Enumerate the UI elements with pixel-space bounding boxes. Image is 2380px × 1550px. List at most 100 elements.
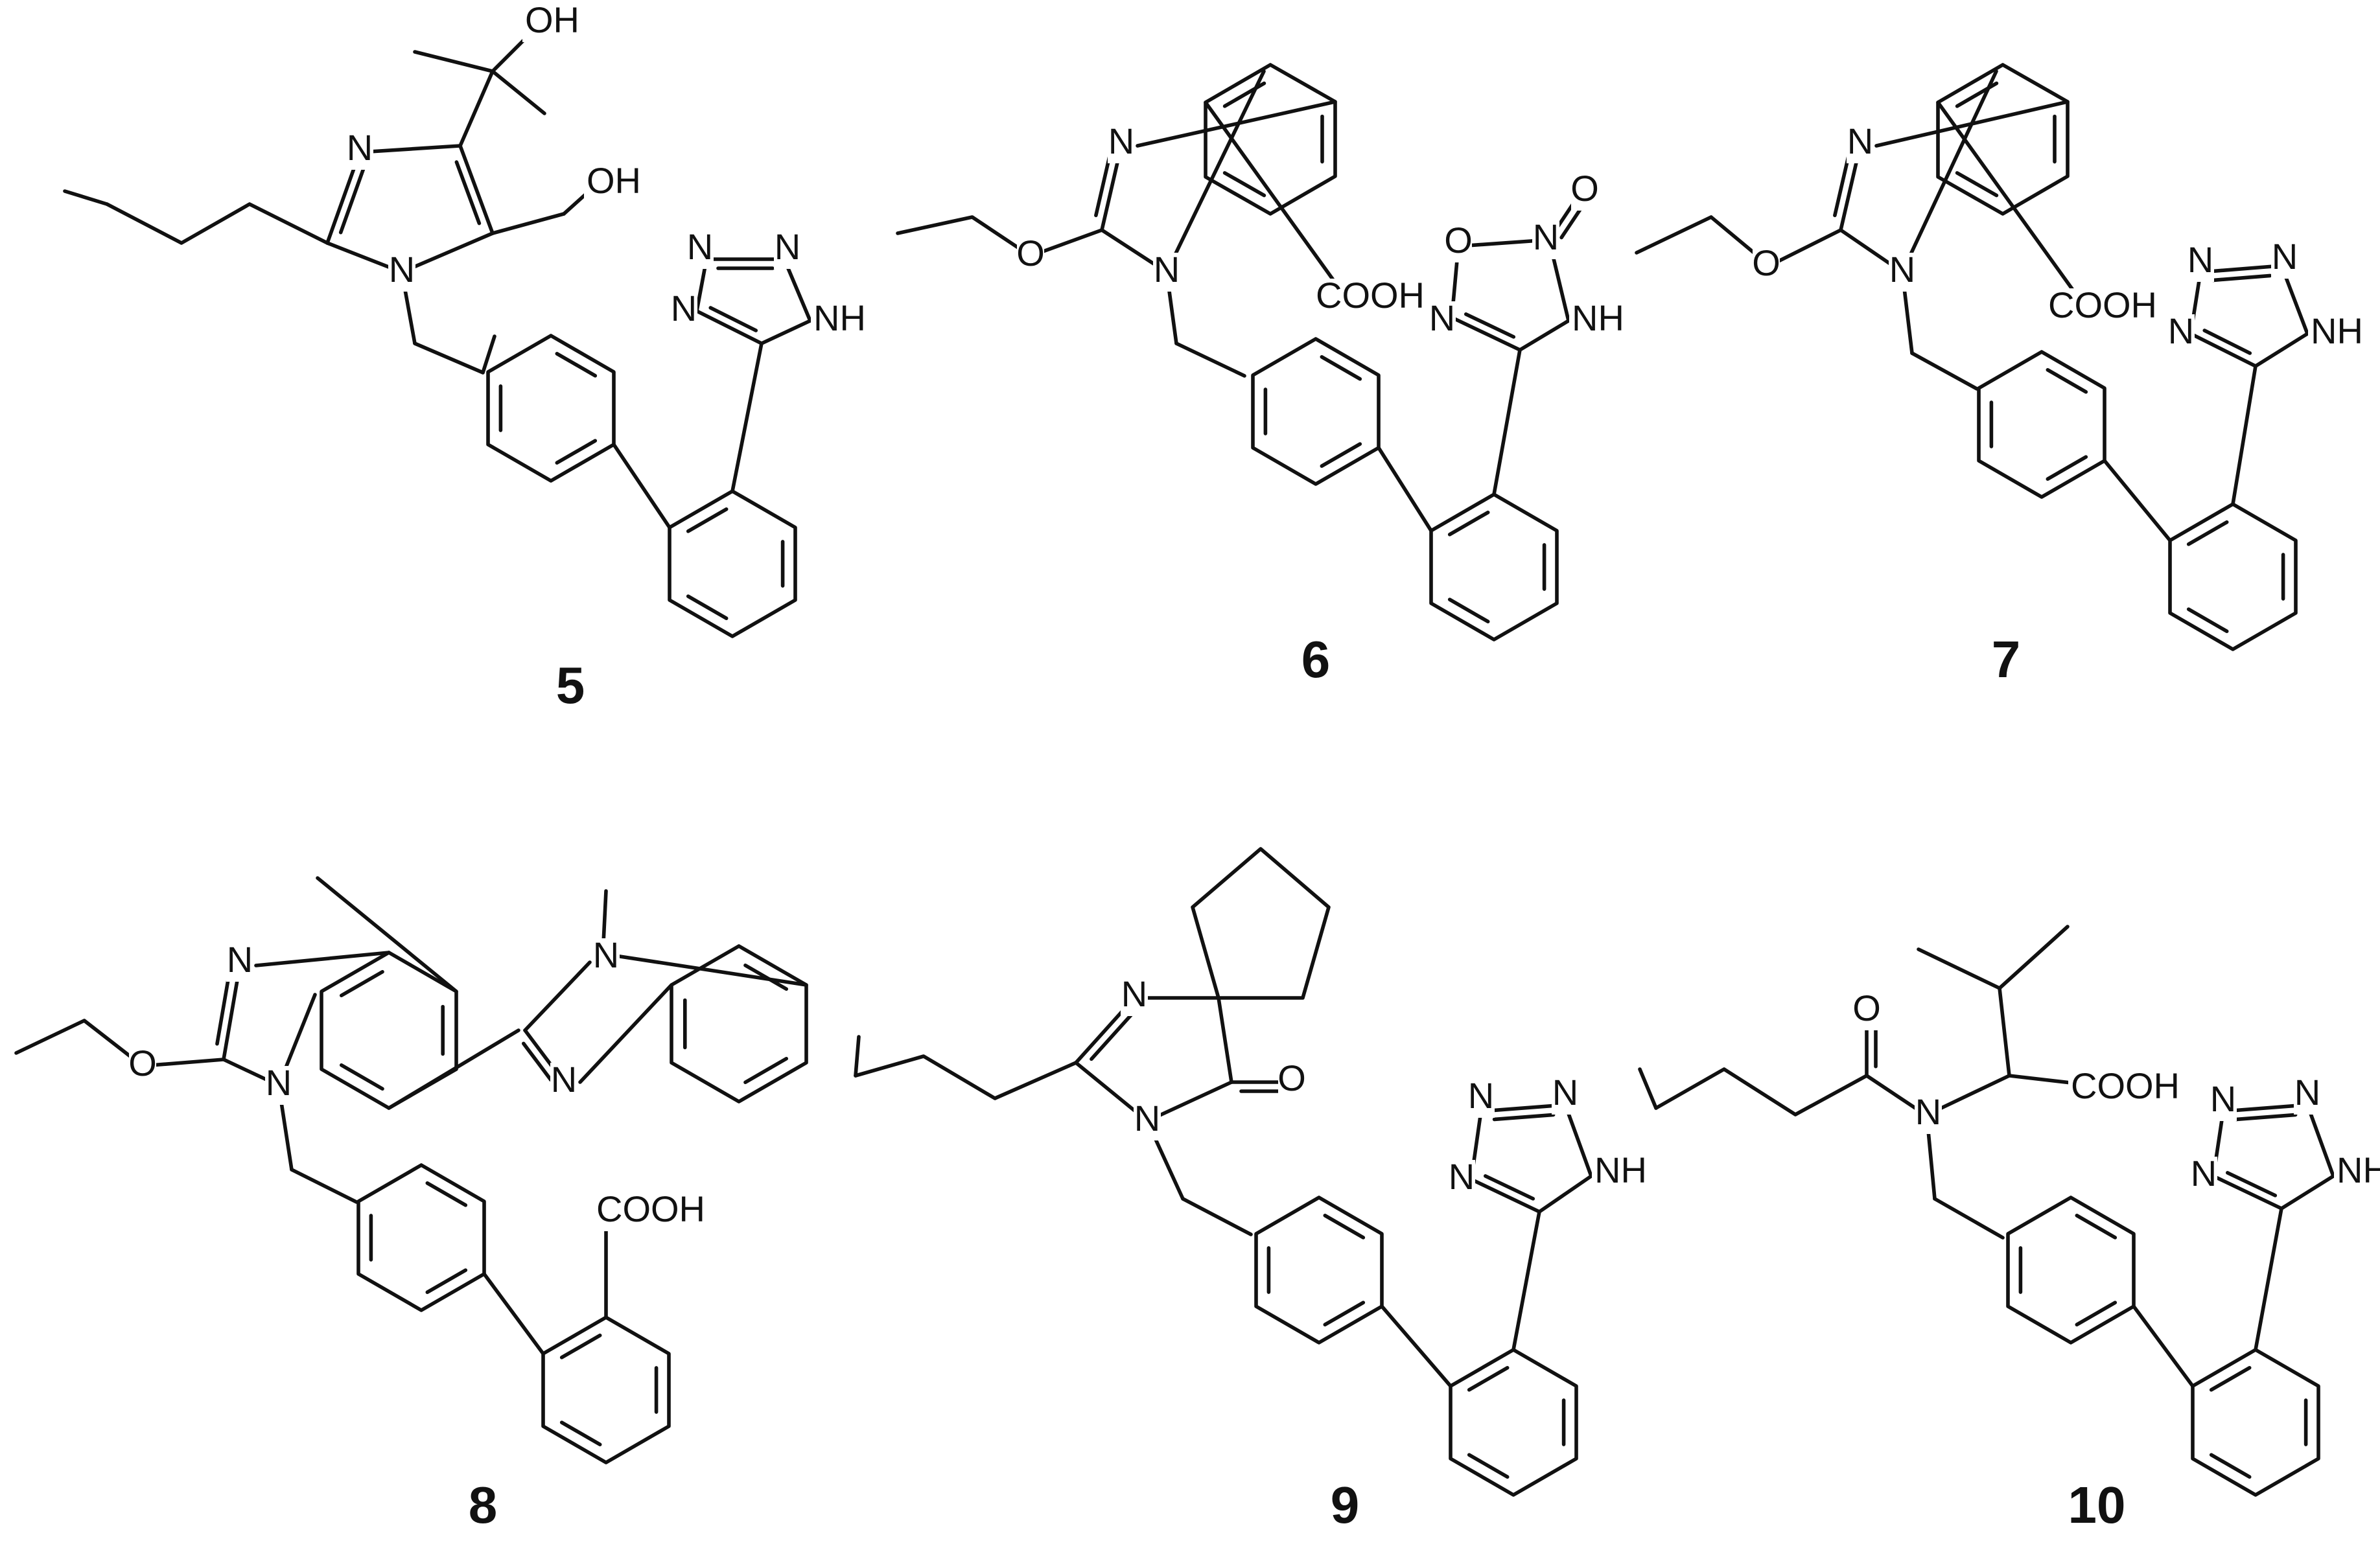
label-mask bbox=[1134, 1102, 1161, 1140]
label-mask bbox=[129, 1047, 156, 1085]
bond bbox=[1165, 69, 1266, 274]
label-mask bbox=[522, 3, 572, 42]
acyl-chain bbox=[1654, 1067, 1869, 1116]
double-bond bbox=[2234, 1113, 2298, 1122]
label-mask bbox=[1108, 124, 1135, 163]
double-bond bbox=[338, 167, 366, 235]
label-mask bbox=[1153, 253, 1180, 292]
double-bond bbox=[2211, 273, 2272, 283]
phenyl-ring-double-bond bbox=[555, 439, 598, 465]
label-mask bbox=[2046, 288, 2139, 327]
double-bond bbox=[2211, 1174, 2283, 1210]
label-mask bbox=[1592, 1153, 1641, 1192]
bond bbox=[1926, 1129, 1937, 1201]
phenyl-ring-double-bond bbox=[686, 507, 729, 533]
bond bbox=[1380, 1304, 1452, 1388]
double-bond bbox=[1479, 1103, 1567, 1113]
bond bbox=[1768, 228, 1843, 268]
atom-label: COOH bbox=[2048, 284, 2157, 325]
bond bbox=[1204, 100, 1344, 294]
bond bbox=[1145, 1080, 1233, 1123]
label-mask bbox=[1017, 237, 1044, 275]
atom-label: N bbox=[551, 1059, 577, 1100]
atom-label: O bbox=[1278, 1058, 1306, 1098]
phenyl-ring-double-bond bbox=[1447, 597, 1490, 624]
label-mask bbox=[265, 1066, 292, 1105]
double-bond bbox=[2225, 1171, 2278, 1197]
phenyl-ring-double-bond bbox=[2075, 1301, 2118, 1327]
atom-label: NH bbox=[813, 297, 866, 338]
double-bond bbox=[1450, 316, 1522, 352]
bond bbox=[1537, 1174, 1593, 1214]
atom-label: N bbox=[2272, 236, 2298, 277]
bond bbox=[2132, 1304, 2195, 1388]
bond bbox=[1174, 341, 1246, 378]
bond bbox=[491, 212, 566, 235]
phenyl-ring-double-bond bbox=[686, 594, 729, 621]
double-bond bbox=[454, 160, 482, 226]
bond bbox=[1638, 1067, 1658, 1110]
label-mask bbox=[2294, 1076, 2321, 1115]
atom-label: N bbox=[1468, 1075, 1494, 1116]
compound-number: 6 bbox=[1301, 630, 1331, 688]
label-mask bbox=[594, 1192, 687, 1231]
bond bbox=[614, 954, 808, 987]
label-mask bbox=[1569, 301, 1618, 340]
bond bbox=[1936, 100, 2076, 294]
label-mask bbox=[1889, 253, 1916, 292]
bond bbox=[523, 960, 592, 1032]
bond bbox=[1939, 1074, 2011, 1110]
label-mask bbox=[1121, 977, 1148, 1016]
bond bbox=[1518, 319, 1570, 352]
label-mask bbox=[2190, 1157, 2217, 1196]
bond bbox=[458, 69, 495, 148]
bond bbox=[387, 1028, 520, 1110]
phenyl-ring-double-bond bbox=[1320, 442, 1362, 468]
bond bbox=[782, 257, 812, 323]
label-mask bbox=[2167, 314, 2195, 353]
phenyl-ring bbox=[1977, 350, 2106, 499]
bond bbox=[481, 334, 496, 375]
atom-label: O bbox=[128, 1043, 157, 1083]
benzene-ring-double-bond bbox=[339, 1063, 384, 1091]
double-bond bbox=[458, 144, 495, 235]
compound-number: 8 bbox=[469, 1476, 498, 1534]
benzene-ring-double-bond bbox=[1955, 171, 1999, 198]
atom-label: N bbox=[687, 226, 713, 267]
atom-label: O bbox=[1016, 233, 1045, 273]
phenyl-ring-double-bond bbox=[1323, 1213, 1366, 1240]
bond bbox=[2231, 364, 2258, 506]
label-mask bbox=[1448, 1160, 1475, 1199]
bond bbox=[2305, 1103, 2335, 1178]
atom-label: N bbox=[671, 288, 697, 329]
bond bbox=[612, 443, 671, 529]
atom-label: NH bbox=[2337, 1150, 2380, 1190]
bond bbox=[2280, 1174, 2335, 1210]
double-bond bbox=[1464, 312, 1516, 339]
ethoxy-chain bbox=[1635, 215, 1771, 268]
atom-label: OH bbox=[587, 160, 641, 201]
bond bbox=[854, 1035, 861, 1078]
phenyl-ring bbox=[1251, 337, 1381, 486]
phenyl-ring-double-bond bbox=[2075, 1213, 2118, 1240]
bond bbox=[2103, 459, 2172, 542]
phenyl-ring-double-bond bbox=[1467, 1365, 1510, 1392]
bond bbox=[482, 1272, 545, 1356]
bond bbox=[1377, 446, 1433, 533]
cyclopentane-ring bbox=[1191, 847, 1331, 1000]
label-mask bbox=[1445, 224, 1472, 262]
atom-label: NH bbox=[2311, 310, 2363, 351]
phenyl-ring bbox=[541, 1315, 671, 1464]
bond bbox=[358, 144, 462, 154]
atom-label: N bbox=[2191, 1153, 2217, 1194]
phenyl-ring bbox=[2191, 1348, 2320, 1497]
double-bond bbox=[215, 976, 231, 1046]
label-mask bbox=[592, 938, 620, 977]
atom-label: N bbox=[1108, 121, 1134, 161]
bond bbox=[413, 341, 485, 375]
double-bond bbox=[1483, 1174, 1535, 1201]
phenyl-ring-double-bond bbox=[2209, 1453, 2252, 1479]
atom-label: OH bbox=[525, 0, 579, 40]
phenyl-ring bbox=[1449, 1348, 1578, 1497]
